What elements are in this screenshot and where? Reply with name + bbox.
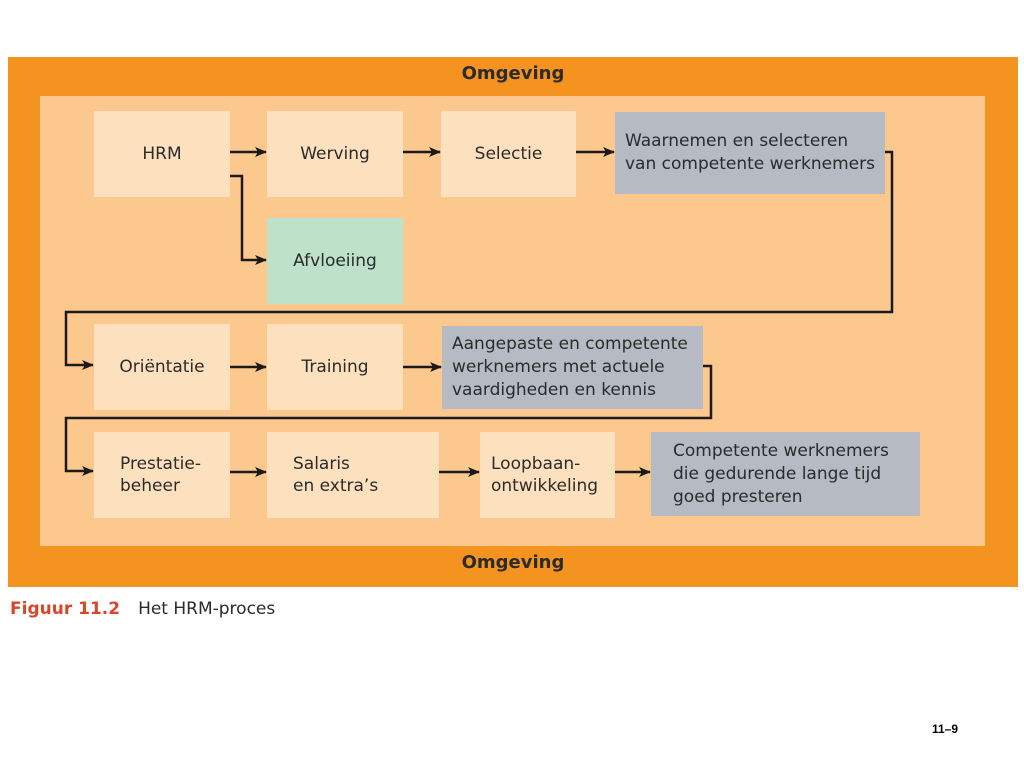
outcome-competente: Competente werknemers die gedurende lang… (651, 432, 920, 516)
node-prestatiebeheer: Prestatie- beheer (94, 432, 230, 518)
node-training-label: Training (301, 357, 369, 377)
node-werving: Werving (267, 111, 403, 197)
node-hrm-label: HRM (142, 144, 182, 164)
outcome-aangepaste: Aangepaste en competente werknemers met … (442, 326, 703, 409)
node-orientatie-label: Oriëntatie (119, 357, 205, 377)
node-afvloeiing: Afvloeiing (267, 218, 403, 304)
node-salaris: Salaris en extra’s (267, 432, 439, 518)
environment-label-bottom: Omgeving (461, 552, 565, 573)
node-selectie: Selectie (441, 111, 576, 197)
environment-label-top: Omgeving (461, 63, 565, 84)
outcome-waarnemen-label: Waarnemen en selecteren van competente w… (625, 131, 875, 174)
node-hrm: HRM (94, 111, 230, 197)
figure-title: Het HRM-proces (138, 599, 276, 619)
node-orientatie: Oriëntatie (94, 324, 230, 410)
outcome-competente-label: Competente werknemers die gedurende lang… (673, 440, 889, 507)
page-number: 11–9 (932, 722, 959, 736)
outcome-aangepaste-label: Aangepaste en competente werknemers met … (452, 334, 688, 400)
node-selectie-label: Selectie (474, 144, 543, 164)
node-loopbaanontwikkeling: Loopbaan- ontwikkeling (480, 432, 615, 518)
node-training: Training (267, 324, 403, 410)
node-salaris-label: Salaris en extra’s (293, 454, 379, 496)
outcome-waarnemen: Waarnemen en selecteren van competente w… (615, 112, 885, 194)
node-prestatiebeheer-label: Prestatie- beheer (120, 454, 201, 496)
node-loopbaanontwikkeling-label: Loopbaan- ontwikkeling (491, 454, 599, 496)
figure-number: Figuur 11.2 (10, 599, 121, 619)
node-afvloeiing-label: Afvloeiing (293, 251, 377, 271)
figure-caption: Figuur 11.2 Het HRM-proces (10, 599, 275, 619)
node-werving-label: Werving (300, 144, 370, 164)
